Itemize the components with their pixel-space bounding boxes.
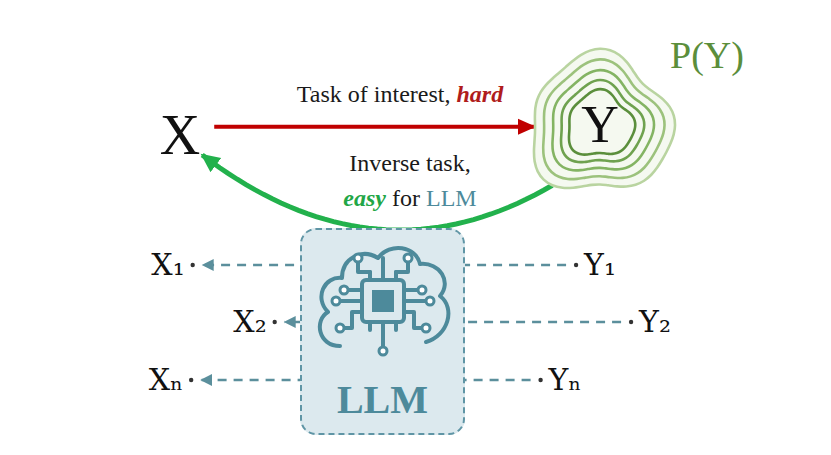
sample-input: X₁ (151, 250, 184, 280)
endpoint-dot (574, 263, 578, 267)
arrow-caption: for (392, 186, 420, 210)
sample-name: Xₙ (149, 365, 183, 395)
contour-line (543, 59, 664, 179)
distribution-region: P(Y) Y (520, 30, 770, 220)
variable-name: Y (581, 99, 619, 151)
model-name: LLM (426, 186, 477, 210)
sample-name: Yₙ (549, 365, 582, 395)
chip-brain-icon (300, 228, 465, 373)
arrow-caption: Inverse task, (349, 151, 470, 175)
sample-output: Y₁ (584, 250, 616, 280)
sample-input: Xₙ (149, 365, 183, 395)
endpoint-dot (190, 263, 194, 267)
contour-line (561, 80, 644, 162)
sample-input: X₂ (233, 307, 266, 337)
caption-row: Inverse task, (349, 151, 470, 175)
forward-task-arrow (214, 125, 534, 129)
contour-line (552, 70, 654, 170)
sample-output: Y₂ (639, 307, 671, 337)
sample-name: X₁ (151, 250, 184, 280)
sample-output: Yₙ (549, 365, 582, 395)
sample-name: X₂ (233, 307, 266, 337)
emphasis-word: easy (343, 186, 386, 210)
emphasis-word: hard (456, 82, 503, 106)
caption-row: Task of interest,hard (297, 82, 503, 106)
endpoint-dot (538, 378, 542, 382)
endpoint-dot (189, 378, 193, 382)
endpoint-dot (629, 320, 633, 324)
caption-row: easyforLLM (343, 186, 476, 210)
edge-label: Task of interest, (297, 82, 451, 106)
sample-name: Y₂ (639, 307, 671, 337)
contour-line (569, 89, 635, 154)
endpoint-dot (272, 320, 276, 324)
sample-name: Y₁ (584, 250, 616, 280)
contour-line (534, 49, 675, 188)
variable-name: X (160, 107, 200, 163)
distribution-label: P(Y) (670, 36, 744, 74)
input-variable: X (160, 107, 200, 163)
box-title: LLM (302, 380, 463, 420)
